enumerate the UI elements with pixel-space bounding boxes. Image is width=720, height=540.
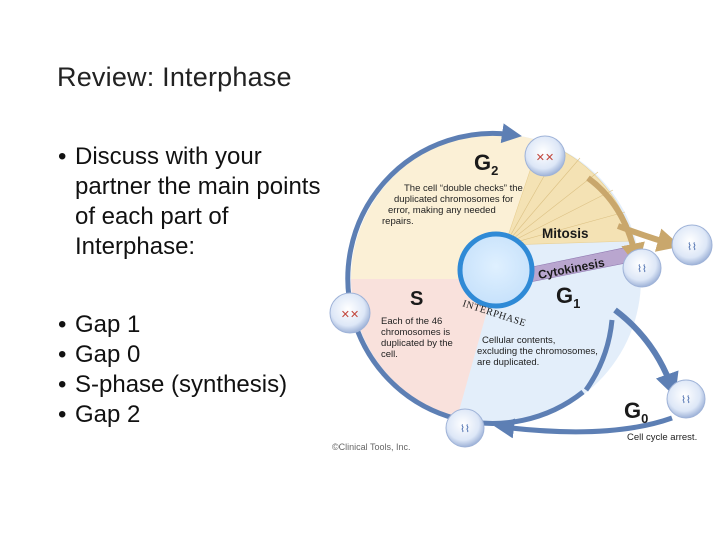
g0-label: G0 <box>624 398 648 426</box>
g1-label: G1 <box>556 283 580 311</box>
cell-g0: ⌇⌇ <box>666 379 706 419</box>
s-label: S <box>410 288 423 310</box>
cell-bottom: ⌇⌇ <box>445 408 485 448</box>
mitosis-arrow-2 <box>586 175 645 268</box>
s-wedge <box>351 279 496 418</box>
svg-text:⌇⌇: ⌇⌇ <box>460 424 470 435</box>
bullet-s-phase: S-phase (synthesis) <box>58 370 328 400</box>
g0-return-arrow <box>494 415 673 439</box>
cell-s: ✕✕ <box>329 292 371 334</box>
bullet-list: Discuss with your partner the main point… <box>58 142 328 430</box>
cell-daughter-2: ⌇⌇ <box>622 248 662 288</box>
g0-arrow <box>613 307 679 398</box>
nucleus-circle <box>457 231 535 309</box>
mitosis-arrow-1 <box>616 223 682 252</box>
cycle-ring-g1 <box>583 319 615 392</box>
bullet-gap-1: Gap 1 <box>58 310 328 340</box>
bullet-gap-0: Gap 0 <box>58 340 328 370</box>
g0-description: Cell cycle arrest. <box>627 432 697 443</box>
cell-cycle-diagram: ✕✕ ✕✕ ⌇⌇ ⌇⌇ ⌇⌇ ⌇⌇ G2 The cell “double ch… <box>328 122 720 462</box>
s-description: Each of the 46 chromosomes is duplicated… <box>381 316 455 360</box>
cell-daughter-1: ⌇⌇ <box>671 224 713 266</box>
g1-description: Cellular contents, excluding the chromos… <box>477 335 601 368</box>
svg-text:✕✕: ✕✕ <box>536 151 554 164</box>
bullet-discuss: Discuss with your partner the main point… <box>58 142 328 262</box>
slide-title: Review: Interphase <box>57 62 292 92</box>
svg-text:⌇⌇: ⌇⌇ <box>637 264 647 275</box>
g2-label: G2 <box>474 150 498 178</box>
bullet-gap-2: Gap 2 <box>58 400 328 430</box>
svg-text:✕✕: ✕✕ <box>341 308 359 321</box>
copyright-credit: ©Clinical Tools, Inc. <box>332 442 411 452</box>
mitosis-fan-lines <box>504 147 626 246</box>
mitosis-label: Mitosis <box>542 226 589 241</box>
g2-description: The cell “double checks” the duplicated … <box>382 183 525 227</box>
cell-g2: ✕✕ <box>524 135 566 177</box>
cell-cycle-svg: ✕✕ ✕✕ ⌇⌇ ⌇⌇ ⌇⌇ ⌇⌇ G2 The cell “double ch… <box>329 123 713 452</box>
svg-text:⌇⌇: ⌇⌇ <box>687 242 697 253</box>
svg-text:⌇⌇: ⌇⌇ <box>681 395 691 406</box>
